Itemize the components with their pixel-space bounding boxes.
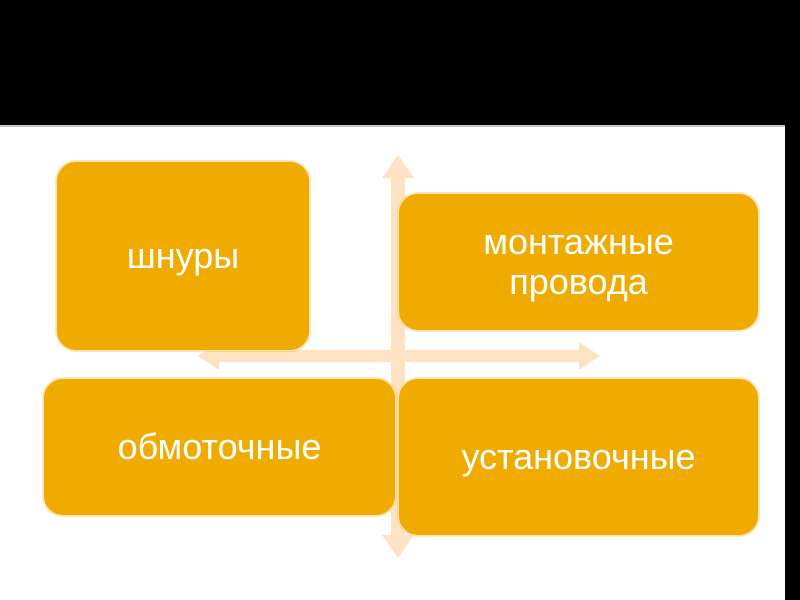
box-label: монтажные провода — [483, 221, 674, 302]
box-label: обмоточные — [117, 426, 322, 467]
horizontal-arrow — [198, 342, 600, 370]
box-label: шнуры — [126, 235, 240, 276]
title-divider — [0, 125, 800, 127]
box-obmotochnye: обмоточные — [43, 378, 396, 516]
box-label: установочные — [461, 436, 696, 477]
box-montazhnye-provoda: монтажные провода — [398, 193, 759, 331]
right-edge-bar — [785, 0, 800, 600]
box-shnury: шнуры — [56, 161, 310, 351]
box-ustanovochnye: установочные — [398, 378, 759, 536]
title-bar — [0, 0, 800, 125]
